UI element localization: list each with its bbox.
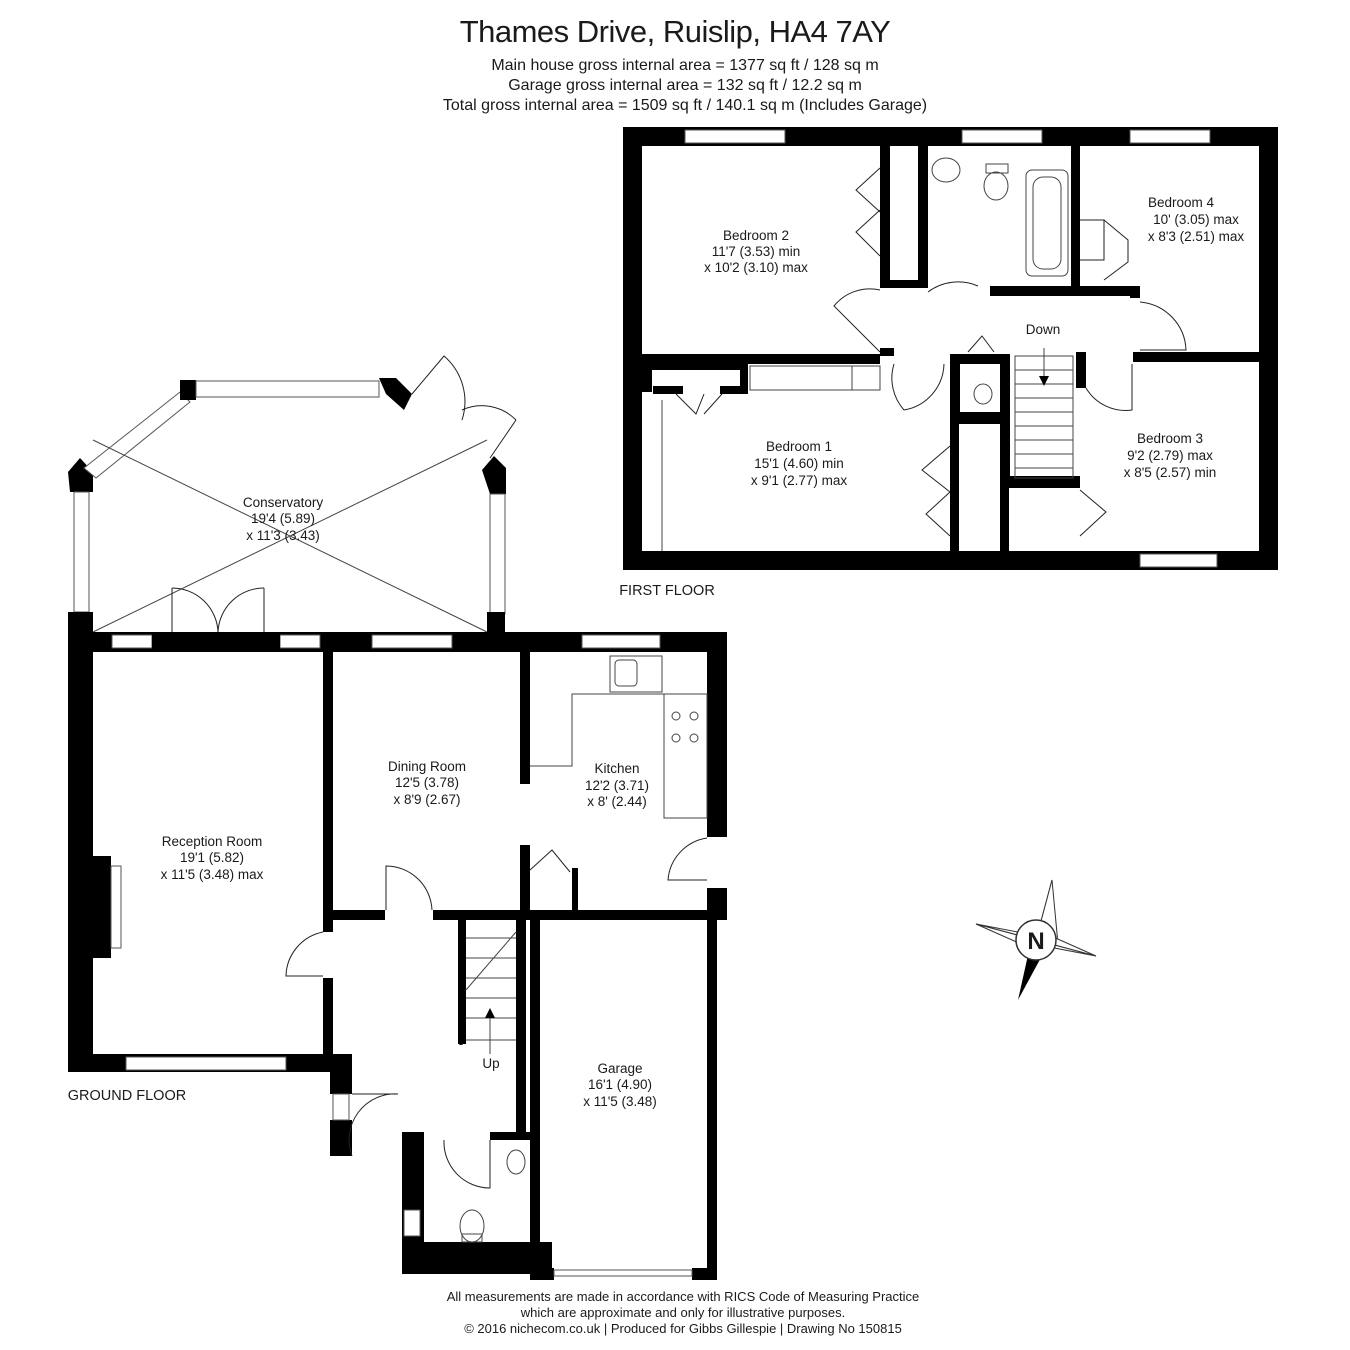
bedroom3-dim-2: x 8'5 (2.57) min (1124, 465, 1217, 480)
footer-disclaimer-1: All measurements are made in accordance … (446, 1289, 920, 1304)
bedroom1-dim-1: 15'1 (4.60) min (754, 456, 844, 471)
ground-floor-plan: GROUND FLOOR Up Conservatory 19'4 (5.89)… (68, 355, 727, 1280)
bedroom4-dim-2: x 8'3 (2.51) max (1148, 229, 1245, 244)
conservatory-walls (68, 378, 506, 632)
up-label: Up (482, 1056, 499, 1071)
bedroom2-dim-1: 11'7 (3.53) min (712, 244, 801, 259)
bedroom3-dim-1: 9'2 (2.79) max (1127, 448, 1213, 463)
bedroom4-dim-1: 10' (3.05) max (1153, 212, 1239, 227)
compass-north-letter: N (1027, 928, 1044, 955)
reception-room-name: Reception Room (162, 834, 263, 849)
conservatory-name: Conservatory (243, 495, 324, 510)
plan-title: Thames Drive, Ruislip, HA4 7AY (459, 14, 891, 49)
window (1139, 553, 1218, 568)
kitchen-name: Kitchen (594, 761, 639, 776)
bedroom3-name: Bedroom 3 (1137, 431, 1203, 446)
window (684, 129, 786, 144)
dining-room-dim-2: x 8'9 (2.67) (393, 792, 460, 807)
bedroom1-dim-2: x 9'1 (2.77) max (751, 473, 848, 488)
garage-dim-1: 16'1 (4.90) (588, 1077, 652, 1092)
kitchen-dim-1: 12'2 (3.71) (585, 778, 649, 793)
down-label: Down (1026, 322, 1061, 337)
first-floor-label: FIRST FLOOR (619, 583, 715, 599)
conservatory-dim-1: 19'4 (5.89) (251, 511, 315, 526)
bedroom2-dim-2: x 10'2 (3.10) max (704, 260, 808, 275)
main-house-area: Main house gross internal area = 1377 sq… (491, 57, 879, 74)
window (1129, 129, 1211, 144)
conservatory-dim-2: x 11'3 (3.43) (246, 528, 320, 543)
footer-disclaimer-2: which are approximate and only for illus… (520, 1305, 846, 1320)
bedroom2-name: Bedroom 2 (723, 228, 789, 243)
dining-room-name: Dining Room (388, 759, 466, 774)
reception-room-dim-1: 19'1 (5.82) (180, 850, 244, 865)
bedroom1-name: Bedroom 1 (766, 439, 832, 454)
footer-credits: © 2016 nichecom.co.uk | Produced for Gib… (464, 1321, 902, 1336)
garage-area: Garage gross internal area = 132 sq ft /… (508, 77, 862, 94)
reception-room-dim-2: x 11'5 (3.48) max (161, 867, 264, 882)
total-area: Total gross internal area = 1509 sq ft /… (442, 97, 928, 114)
compass-icon: N (975, 879, 1097, 1000)
kitchen-dim-2: x 8' (2.44) (587, 794, 647, 809)
dining-room-dim-1: 12'5 (3.78) (395, 775, 459, 790)
garage-name: Garage (597, 1061, 642, 1076)
bedroom4-name: Bedroom 4 (1148, 195, 1215, 210)
first-floor-plan: FIRST FLOOR Down Bedroom 2 11'7 (3.53) m… (619, 127, 1278, 599)
ground-floor-label: GROUND FLOOR (68, 1088, 186, 1104)
garage-dim-2: x 11'5 (3.48) (583, 1094, 657, 1109)
window (961, 129, 1043, 144)
